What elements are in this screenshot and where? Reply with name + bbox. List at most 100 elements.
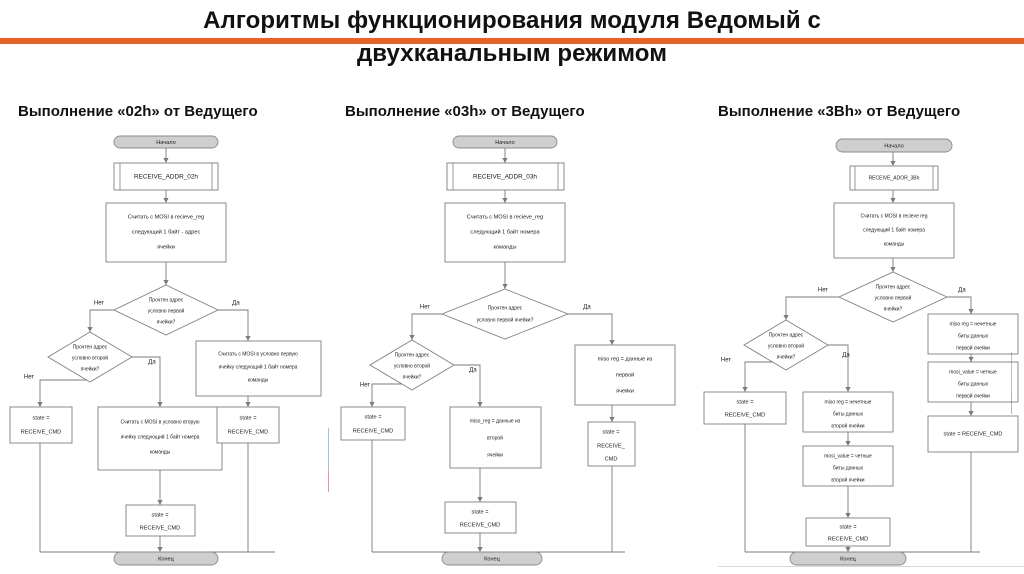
node-yes-first-proc: Считать с MOSI в условно первую ячейку с… <box>195 340 322 397</box>
node-start-label: Начало <box>884 143 904 149</box>
decision-second-l2: условно второй <box>768 342 804 349</box>
column-header-3bh: Выполнение «3Bh» от Ведущего <box>718 103 961 120</box>
node-end: Конец <box>789 551 907 566</box>
decision-first-l2: условно первой <box>875 294 912 301</box>
yes-second-miso-l2: биты данных <box>833 411 864 417</box>
edge-label-yes-first: Да <box>232 301 240 307</box>
yes-first-miso-l3: первой ячейки <box>956 344 990 351</box>
slide-title: Алгоритмы функционирования модуля Ведомы… <box>0 4 1024 70</box>
node-read-proc-l2: следующий 1 байт - адрес <box>132 228 201 235</box>
node-yes-first-miso: miso reg = нечетные биты данных первой я… <box>927 313 1019 355</box>
node-state-no: state = RECEIVE_CMD <box>340 406 406 441</box>
node-state-box: RECEIVE_ADOR_3Bh <box>849 165 939 191</box>
yes-second-proc-l2: ячейку следующий 1 байт номера <box>121 433 200 440</box>
yes-first-proc-l1: miso reg = данные из <box>598 356 653 362</box>
decision-first-l1: Прочтен адрес <box>488 305 523 311</box>
state-second-l2: RECEIVE_CMD <box>460 522 500 528</box>
edge-label-no-first: Нет <box>818 288 828 294</box>
yes-second-proc-l3: ячейки <box>487 451 503 458</box>
yes-second-proc-l1: miso_reg = данные из <box>470 418 521 424</box>
yes-first-mosi-l2: биты данных <box>958 381 989 387</box>
node-yes-second-proc: Считать с MOSI в условно вторую ячейку с… <box>97 406 223 471</box>
state-first-label: state = RECEIVE_CMD <box>944 431 1003 437</box>
state-no-l1: state = <box>365 414 382 420</box>
node-start: Начало <box>113 135 219 149</box>
state-no-l1: state = <box>33 415 50 421</box>
edge-label-no-second: Нет <box>721 358 731 364</box>
state-first-l1: state = <box>240 415 257 421</box>
node-read-proc-l3: ячейки <box>157 243 175 250</box>
node-end-label: Конец <box>158 556 175 562</box>
decision-first-l1: Прочтен адрес <box>149 297 184 303</box>
edge-label-yes-first: Да <box>583 305 591 311</box>
yes-first-proc-l2: первой <box>616 371 634 378</box>
decision-second-l3: ячейки? <box>81 365 100 372</box>
decision-second-l2: условно второй <box>394 362 430 369</box>
state-no-l2: RECEIVE_CMD <box>21 429 61 435</box>
node-decision-second: Прочтен адрес условно второй ячейки? Нет… <box>24 331 156 383</box>
yes-second-proc-l1: Считать с MOSI в условно вторую <box>120 419 199 425</box>
yes-first-mosi-l1: mosi_value = четные <box>949 369 997 375</box>
state-second-l1: state = <box>152 512 169 518</box>
edge-label-yes-second: Да <box>469 368 477 374</box>
node-state-box: RECEIVE_ADDR_03h <box>446 162 565 191</box>
edge-label-yes-second: Да <box>842 353 850 359</box>
state-first-l2: RECEIVE_CMD <box>228 429 268 435</box>
edge-label-no-second: Нет <box>24 375 34 381</box>
state-second-l1: state = <box>840 524 857 530</box>
node-state-no: state = RECEIVE_CMD <box>703 391 787 425</box>
state-second-l2: RECEIVE_CMD <box>140 525 180 531</box>
column-header-03h: Выполнение «03h» от Ведущего <box>345 103 585 120</box>
decision-first-l3: ячейки? <box>157 318 176 325</box>
decision-second-l3: ячейки? <box>403 373 422 380</box>
node-state-second: state = RECEIVE_CMD <box>444 501 517 534</box>
node-decision-second: Прочтен адрес условно второй ячейки? Нет… <box>721 319 850 371</box>
node-decision-second: Прочтен адрес условно второй ячейки? Нет… <box>360 339 477 391</box>
scan-artifact-line-left-red <box>328 470 329 492</box>
node-state-second: state = RECEIVE_CMD <box>805 517 891 547</box>
state-second-l1: state = <box>472 509 489 515</box>
yes-second-mosi-l2: биты данных <box>833 465 864 471</box>
column-header-02h: Выполнение «02h» от Ведущего <box>18 103 258 120</box>
yes-first-proc-l1: Считать с MOSI в условно первую <box>218 351 298 357</box>
edge-label-no-second: Нет <box>360 383 370 389</box>
decision-second-l1: Прочтен адрес <box>73 344 108 350</box>
decision-first-l2: условно первой ячейки? <box>477 316 534 323</box>
yes-first-proc-l3: ячейки <box>616 387 634 394</box>
node-yes-first-mosi: mosi_value = четные биты данных первой я… <box>927 361 1019 403</box>
edge-label-no-first: Нет <box>420 305 430 311</box>
decision-first-l1: Прочтен адрес <box>876 284 911 290</box>
state-no-l2: RECEIVE_CMD <box>353 428 393 434</box>
node-state-first: state = RECEIVE_CMD <box>216 406 280 444</box>
node-state-box-label: RECEIVE_ADDR_02h <box>134 174 198 181</box>
node-state-second: state = RECEIVE_CMD <box>125 504 196 537</box>
yes-first-proc-l2: ячейку следующий 1 байт номера <box>219 363 298 370</box>
state-first-l1: state = <box>603 429 620 435</box>
accent-bar <box>0 38 1024 44</box>
state-no-l1: state = <box>737 399 754 405</box>
node-end: Конец <box>113 551 219 566</box>
node-read-proc-l2: следующий 1 байт номера <box>470 228 540 235</box>
node-state-no: state = RECEIVE_CMD <box>9 406 73 444</box>
state-first-l2: RECEIVE_ <box>597 443 626 449</box>
yes-second-mosi-l1: mosi_value = четные <box>824 453 872 459</box>
node-end-label: Конец <box>840 556 857 562</box>
decision-first-l3: ячейки? <box>884 305 903 312</box>
node-yes-second-miso: miso reg = нечетные биты данных второй я… <box>802 391 894 433</box>
title-line-2: двухканальным режимом <box>356 40 668 67</box>
yes-first-miso-l2: биты данных <box>958 333 989 339</box>
node-read-proc: Считать с MOSI в recieve_reg следующий 1… <box>444 202 566 263</box>
node-read-proc-l1: Считать с MOSI в recieve_reg <box>467 214 544 220</box>
yes-first-proc-l3: команды <box>248 377 269 383</box>
node-read-proc-l1: Считать с MOSI в recieve_reg <box>128 214 205 220</box>
scan-artifact-line-left-cyan <box>328 428 329 470</box>
node-decision-first: Прочтен адрес условно первой ячейки? Нет… <box>420 288 591 340</box>
yes-first-mosi-l3: первой ячейки <box>956 392 990 399</box>
node-yes-first-proc: miso reg = данные из первой ячейки <box>574 344 676 406</box>
node-start: Начало <box>452 135 558 149</box>
yes-second-proc-l2: второй <box>487 434 503 441</box>
